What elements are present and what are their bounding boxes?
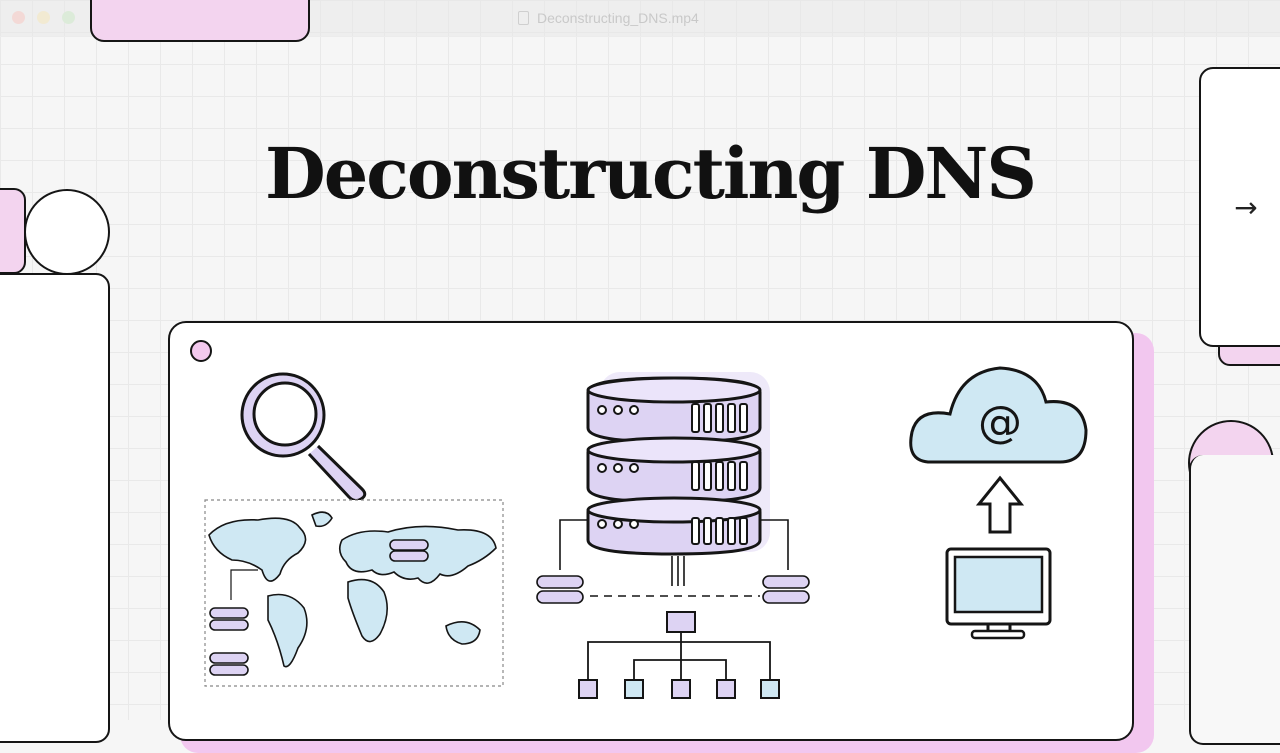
slide-title: Deconstructing DNS <box>265 132 1037 215</box>
hierarchy-tree-icon <box>578 556 780 699</box>
upload-arrow-icon <box>975 475 1025 534</box>
right-lower-card <box>1189 455 1280 745</box>
world-map-icon <box>204 499 504 687</box>
window-title: Deconstructing_DNS.mp4 <box>537 10 699 26</box>
illustration-svg: @ <box>190 340 1088 699</box>
search-icon <box>240 372 367 503</box>
close-window-button[interactable] <box>12 11 25 24</box>
zoom-window-button[interactable] <box>62 11 75 24</box>
window-title-group: Deconstructing_DNS.mp4 <box>518 8 699 28</box>
minimize-window-button[interactable] <box>37 11 50 24</box>
monitor-icon <box>945 547 1052 640</box>
right-slide-card[interactable] <box>1199 67 1280 347</box>
cloud-email-icon: @ <box>909 366 1088 464</box>
at-sign-icon: @ <box>978 397 1022 448</box>
document-icon <box>518 11 529 25</box>
next-slide-button[interactable]: → <box>1234 191 1258 224</box>
server-stack-icon <box>536 372 810 604</box>
panel-dot <box>190 340 212 362</box>
top-slide-card <box>90 0 310 42</box>
left-slide-card <box>0 273 110 743</box>
